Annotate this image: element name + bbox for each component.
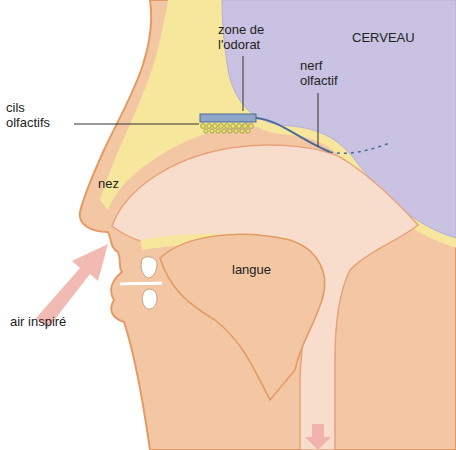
- part-label: cils olfactifs: [6, 100, 70, 130]
- part-label: CERVEAU: [352, 30, 415, 45]
- olfactory-zone: [200, 114, 256, 122]
- olfactory-nerve-dashed: [330, 143, 390, 153]
- leader-lines: [74, 56, 318, 147]
- air-exit-arrow: [305, 424, 331, 450]
- part-label: air inspiré: [10, 314, 68, 329]
- part-label: nerf olfactif: [300, 58, 360, 88]
- head-flesh: [80, 0, 456, 450]
- olfactory-cilia: [201, 124, 254, 134]
- part-label: nez: [98, 176, 119, 191]
- tongue: [160, 234, 325, 400]
- part-label: langue: [232, 262, 271, 277]
- mouth-gap: [120, 283, 162, 284]
- nasal-cavity: [112, 145, 418, 450]
- upper-tooth: [141, 257, 157, 278]
- lower-tooth: [142, 289, 157, 309]
- part-label: zone de l'odorat: [218, 22, 290, 52]
- olfactory-nerve: [256, 118, 330, 152]
